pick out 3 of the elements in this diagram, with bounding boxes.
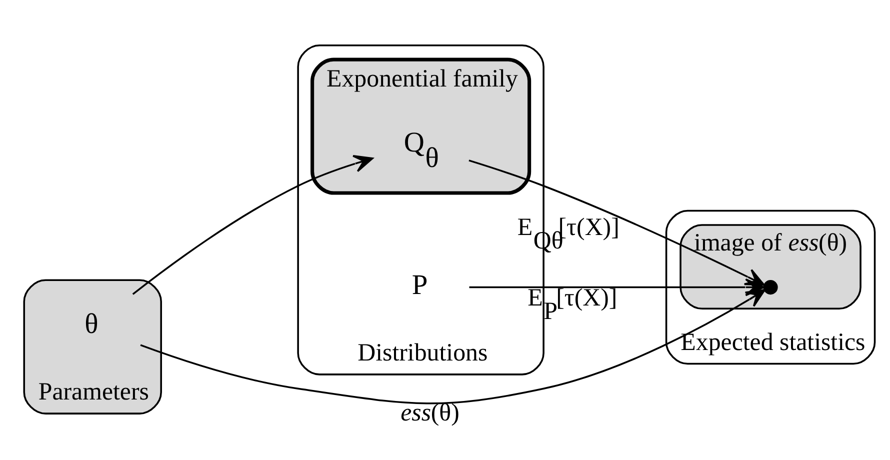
edge-label: ess(θ) <box>400 399 460 426</box>
node-text: θ <box>84 309 98 340</box>
node-text: P <box>412 270 428 302</box>
